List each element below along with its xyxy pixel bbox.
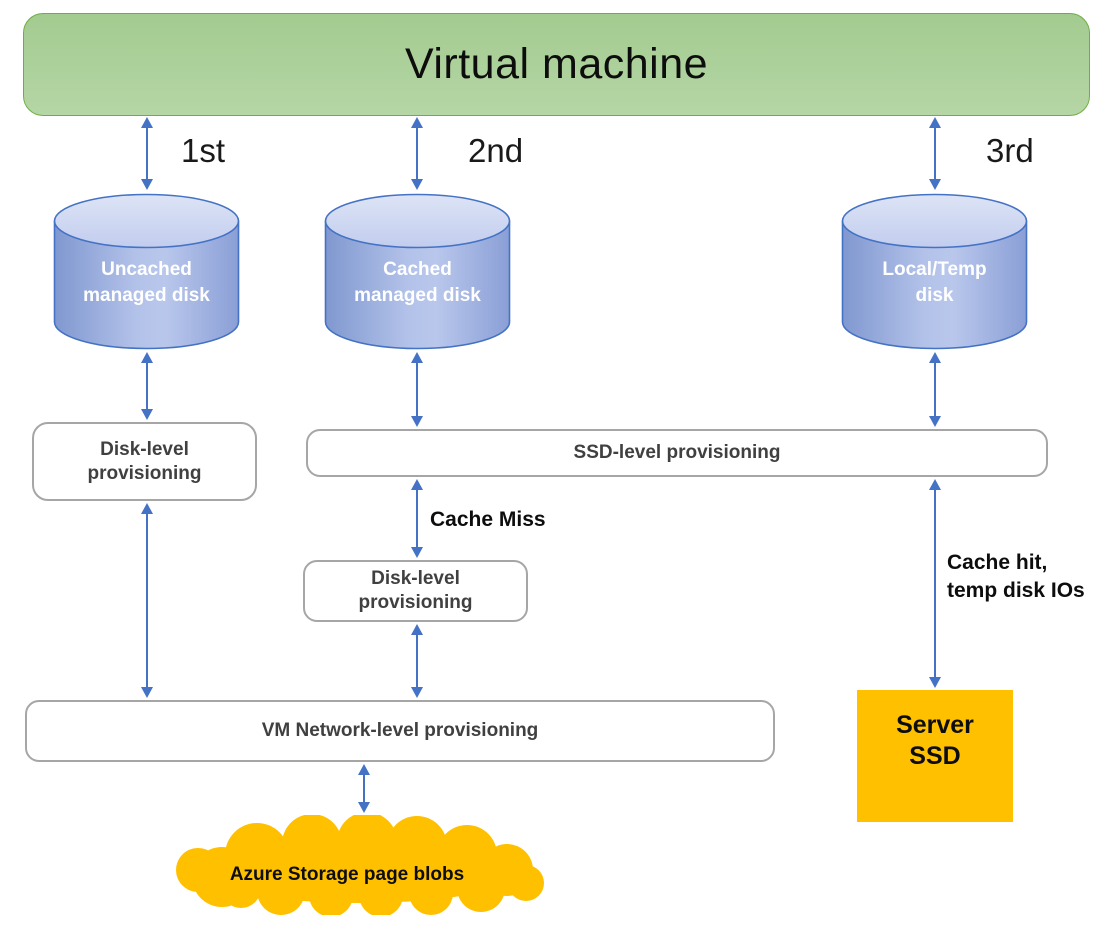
ssd-level-provisioning-label: SSD-level provisioning <box>573 442 781 464</box>
uncached-managed-disk-label: Uncached managed disk <box>83 259 210 306</box>
cylinder-icon <box>841 193 1028 350</box>
rank-label-1st: 1st <box>181 132 226 169</box>
ssd-level-provisioning-node: SSD-level provisioning <box>306 429 1048 477</box>
arrow-local-ssd-level <box>928 352 942 427</box>
local-temp-disk-node: Local/Temp disk <box>841 193 1028 350</box>
cloud-icon <box>176 815 544 915</box>
arrow-vm-local-temp-disk <box>928 117 942 190</box>
local-temp-disk-label: Local/Temp disk <box>882 259 987 306</box>
rank-label-2nd: 2nd <box>468 132 524 169</box>
arrow-cache-miss <box>410 479 424 558</box>
cache-miss-label: Cache Miss <box>430 508 546 531</box>
cache-hit-label: Cache hit, temp disk IOs <box>947 551 1085 603</box>
arrow-cache-hit-server-ssd <box>928 479 942 688</box>
azure-storage-cloud-node <box>160 815 555 915</box>
disk-level-provisioning-mid-label: Disk-level provisioning <box>358 568 473 613</box>
virtual-machine-label: Virtual machine <box>404 40 709 88</box>
arrow-vm-network-page-blobs <box>357 764 371 813</box>
disk-level-provisioning-left-node: Disk-level provisioning <box>32 422 257 501</box>
arrow-vm-uncached-disk <box>140 117 154 190</box>
disk-level-provisioning-mid-node: Disk-level provisioning <box>303 560 528 622</box>
rank-label-3rd: 3rd <box>986 132 1034 169</box>
server-ssd-node: Server SSD <box>857 690 1013 822</box>
arrow-disk-level-vm-network <box>140 503 154 698</box>
disk-level-provisioning-left-label: Disk-level provisioning <box>87 438 202 484</box>
cached-managed-disk-label: Cached managed disk <box>354 259 481 306</box>
arrow-cached-ssd-level <box>410 352 424 427</box>
arrow-vm-cached-disk <box>410 117 424 190</box>
uncached-managed-disk-node: Uncached managed disk <box>53 193 240 350</box>
server-ssd-label: Server SSD <box>896 711 974 770</box>
cylinder-icon <box>324 193 511 350</box>
cached-managed-disk-node: Cached managed disk <box>324 193 511 350</box>
vm-network-level-provisioning-node: VM Network-level provisioning <box>25 700 775 762</box>
arrow-uncached-disk-level <box>140 352 154 420</box>
vm-network-level-provisioning-label: VM Network-level provisioning <box>261 720 539 742</box>
virtual-machine-node: Virtual machine <box>23 13 1090 116</box>
arrow-disk-level2-vm-network <box>410 624 424 698</box>
azure-storage-page-blobs-label: Azure Storage page blobs <box>229 864 465 886</box>
cylinder-icon <box>53 193 240 350</box>
